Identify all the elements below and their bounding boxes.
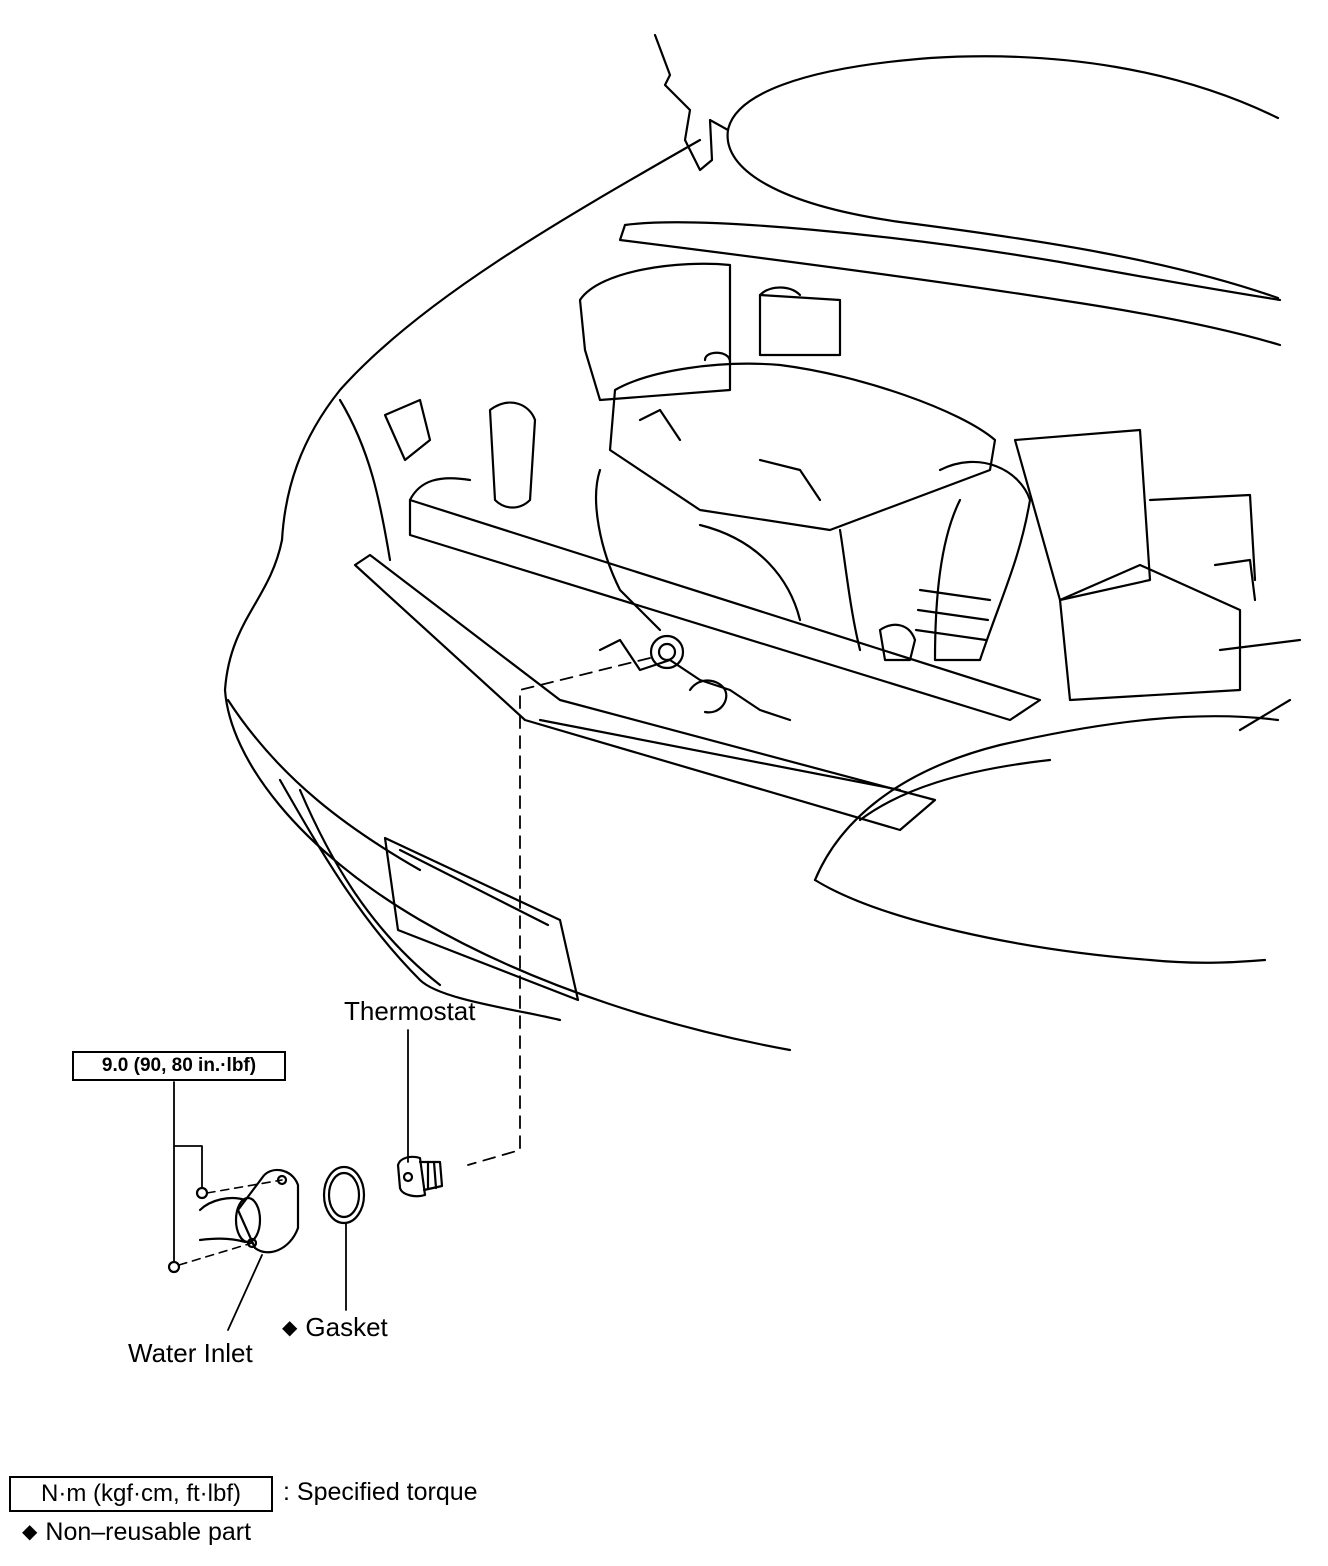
bolts — [167, 1081, 283, 1274]
thermostat-label: Thermostat — [344, 996, 476, 1026]
thermostat-part — [396, 1029, 444, 1198]
legend-torque-units-box: N·m (kgf·cm, ft·lbf) — [9, 1476, 273, 1512]
engine-compartment — [383, 221, 1302, 732]
legend-non-reusable: ◆ Non–reusable part — [22, 1518, 251, 1547]
torque-spec-box: 9.0 (90, 80 in.·lbf) — [72, 1051, 286, 1081]
legend-diamond-icon: ◆ — [22, 1521, 38, 1543]
legend-non-reusable-text: Non–reusable part — [45, 1518, 252, 1546]
gasket-label: ◆ Gasket — [282, 1312, 388, 1343]
gasket-text: Gasket — [305, 1312, 388, 1342]
radiator-support — [353, 477, 1042, 832]
water-inlet-part — [198, 1168, 300, 1331]
assembly-dashed-line — [467, 657, 651, 1166]
legend-torque-description: : Specified torque — [283, 1478, 478, 1506]
water-inlet-label: Water Inlet — [128, 1338, 253, 1368]
non-reusable-diamond-icon: ◆ — [282, 1317, 298, 1339]
gasket-part — [322, 1165, 366, 1311]
vehicle-body-outline — [223, 33, 1280, 1052]
